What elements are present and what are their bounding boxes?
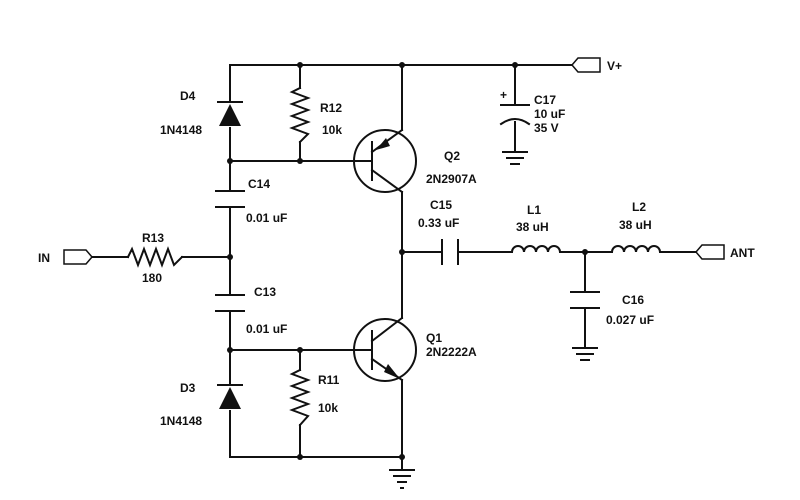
d3-part-label: 1N4148 xyxy=(160,414,202,428)
vplus-port-label: V+ xyxy=(607,59,622,73)
q2-ref-label: Q2 xyxy=(444,149,460,163)
antenna-port xyxy=(695,244,725,260)
wires xyxy=(91,64,697,471)
c14-ref-label: C14 xyxy=(248,177,270,191)
input-port xyxy=(63,249,93,265)
l1-value-label: 38 uH xyxy=(516,220,549,234)
c15-ref-label: C15 xyxy=(430,198,452,212)
c13-ref-label: C13 xyxy=(254,285,276,299)
r11-ref-label: R11 xyxy=(318,373,340,387)
d4-ref-label: D4 xyxy=(180,89,196,103)
antenna-port-label: ANT xyxy=(730,246,755,260)
ground-symbol-main xyxy=(389,469,415,489)
d3-ref-label: D3 xyxy=(180,381,196,395)
q1-part-label: 2N2222A xyxy=(426,345,477,359)
c15-value-label: 0.33 uF xyxy=(418,216,459,230)
ground-symbol-c17 xyxy=(502,151,528,165)
c17-polarity-mark: + xyxy=(500,88,507,102)
inductor-l2 xyxy=(610,245,662,254)
input-port-label: IN xyxy=(38,251,50,265)
r13-value-label: 180 xyxy=(142,271,162,285)
diode-d3 xyxy=(217,384,243,409)
q1-ref-label: Q1 xyxy=(426,331,442,345)
c16-value-label: 0.027 uF xyxy=(606,313,654,327)
vplus-port xyxy=(571,57,601,73)
l2-ref-label: L2 xyxy=(632,200,646,214)
d4-part-label: 1N4148 xyxy=(160,123,202,137)
transistor-q2 xyxy=(353,128,417,194)
diode-d4 xyxy=(217,101,243,126)
c14-value-label: 0.01 uF xyxy=(246,211,287,225)
c17-value-label: 10 uF xyxy=(534,107,565,121)
capacitor-c16 xyxy=(570,291,600,309)
junction-dots xyxy=(227,62,588,460)
c13-value-label: 0.01 uF xyxy=(246,322,287,336)
capacitor-c15 xyxy=(441,239,459,265)
r13-ref-label: R13 xyxy=(142,231,164,245)
capacitor-c13 xyxy=(215,294,245,312)
c17-voltage-label: 35 V xyxy=(534,121,559,135)
r11-value-label: 10k xyxy=(318,401,338,415)
inductor-l1 xyxy=(510,245,562,254)
resistor-r13 xyxy=(126,246,184,268)
l2-value-label: 38 uH xyxy=(619,218,652,232)
ground-symbol-c16 xyxy=(572,347,598,361)
capacitor-c14 xyxy=(215,190,245,208)
r12-value-label: 10k xyxy=(322,123,342,137)
r12-ref-label: R12 xyxy=(320,101,342,115)
c17-ref-label: C17 xyxy=(534,93,556,107)
q2-part-label: 2N2907A xyxy=(426,172,477,186)
resistor-r12 xyxy=(289,86,311,144)
c16-ref-label: C16 xyxy=(622,293,644,307)
capacitor-c17 xyxy=(499,104,531,126)
transistor-q1 xyxy=(353,316,417,382)
l1-ref-label: L1 xyxy=(527,203,541,217)
resistor-r11 xyxy=(289,368,311,427)
